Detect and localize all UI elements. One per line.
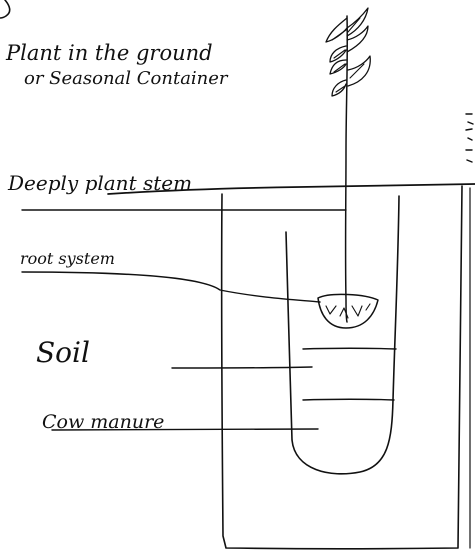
manure-layer-line [303,399,394,400]
corner-circle-mark [0,0,10,18]
plant-stem [346,16,348,322]
soil-layer-line [303,348,396,349]
leader-stem [22,210,346,211]
label-soil: Soil [36,336,90,369]
label-stem: Deeply plant stem [7,171,192,195]
leader-root-system [22,272,320,302]
root-ball [318,294,378,328]
planting-hole [286,196,399,474]
diagram-title-line2: or Seasonal Container [24,68,229,89]
plant-leaves [326,8,370,96]
edge-marks [466,114,473,162]
leader-soil [172,367,312,368]
label-root-system: root system [20,249,115,268]
diagram-title-line1: Plant in the ground [5,41,213,65]
